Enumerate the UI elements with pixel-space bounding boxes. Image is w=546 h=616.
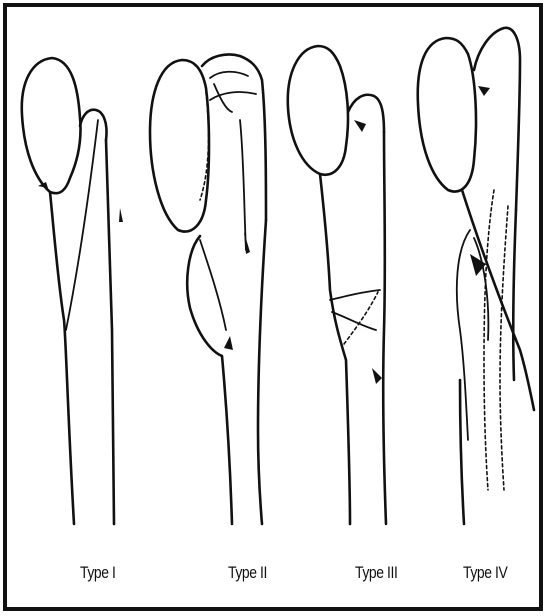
type-3-label: Type III bbox=[355, 563, 397, 583]
type-4-medial-cortex bbox=[460, 380, 464, 524]
type-4-fracture-line bbox=[462, 190, 534, 410]
type-4-lateral-cortex bbox=[513, 210, 516, 380]
type-1-label: Type I bbox=[80, 563, 116, 583]
type-2-femoral-head bbox=[150, 60, 209, 232]
type-1-greater-trochanter bbox=[80, 110, 107, 140]
type-3-medial-cortex bbox=[320, 174, 350, 524]
type-3-lateral-cortex bbox=[383, 132, 386, 524]
type-2-trochanter-fragments bbox=[202, 54, 266, 220]
type-2-medial-cortex bbox=[187, 236, 232, 524]
type-2-label: Type II bbox=[228, 563, 267, 583]
type-4-medial-fragment bbox=[457, 230, 470, 440]
type-4-femoral-head bbox=[418, 38, 476, 192]
type-4-label: Type IV bbox=[463, 563, 507, 583]
type-3-dashed-fracture bbox=[344, 292, 378, 344]
type-3-illustration bbox=[288, 46, 386, 524]
type-4-dashed-fracture bbox=[484, 190, 494, 490]
type-4-illustration bbox=[418, 28, 534, 524]
type-1-femoral-head bbox=[22, 58, 81, 193]
type-3-greater-trochanter bbox=[348, 95, 384, 132]
type-1-illustration bbox=[22, 58, 123, 524]
type-4-greater-trochanter bbox=[474, 28, 520, 210]
type-2-illustration bbox=[150, 54, 266, 524]
type-1-lateral-cortex bbox=[106, 140, 114, 524]
type-1-fracture-line bbox=[66, 120, 98, 330]
type-1-medial-cortex bbox=[50, 192, 74, 524]
type-3-fracture-line bbox=[330, 290, 380, 300]
type-2-lateral-cortex bbox=[258, 220, 266, 524]
type-3-femoral-head bbox=[288, 46, 348, 175]
